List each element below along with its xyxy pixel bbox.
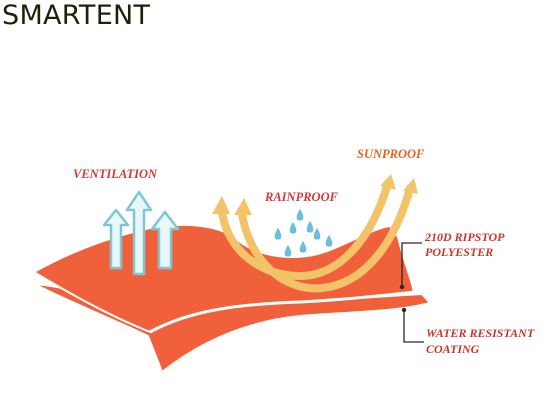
leader-dot: [401, 307, 407, 313]
sun-arrowheads: [212, 174, 418, 215]
water-drop-icon: [288, 220, 298, 235]
rain-drops: [273, 207, 334, 258]
rainproof-label: RAINPROOF: [264, 190, 339, 204]
curved-sun-arrow-icon: [218, 179, 392, 281]
ventilation-arrows: [102, 190, 180, 276]
sun-arrows: [218, 179, 414, 293]
water-drop-icon: [273, 226, 283, 241]
water-drop-icon: [305, 219, 315, 234]
top-layer-label-line2: POLYESTER: [425, 245, 493, 259]
top-layer-label-line1: 210D RIPSTOP: [424, 230, 505, 244]
leader-lines: [401, 242, 424, 343]
leader-line-top-layer: [401, 242, 422, 287]
sunproof-label: SUNPROOF: [357, 147, 425, 161]
arrowhead-icon: [212, 196, 230, 214]
layer-seam: [149, 290, 415, 334]
leader-line-bottom-layer: [403, 310, 424, 343]
up-arrow-icon: [125, 190, 153, 276]
up-arrow-icon: [102, 208, 130, 270]
up-arrow-icon: [150, 210, 180, 270]
arrowhead-icon: [403, 178, 418, 194]
curved-sun-arrow-icon: [238, 184, 414, 293]
water-drop-icon: [312, 226, 322, 241]
arrowhead-icon: [234, 198, 252, 215]
water-drop-icon: [295, 207, 305, 222]
water-drop-icon: [283, 243, 293, 258]
bottom-layer-label-line2: COATING: [426, 342, 480, 356]
ventilation-label: VENTILATION: [73, 167, 158, 181]
water-drop-icon: [324, 233, 334, 248]
water-drop-icon: [298, 239, 308, 254]
bottom-layer-label-line1: WATER RESISTANT: [426, 326, 535, 340]
leader-dot: [399, 284, 405, 290]
arrowhead-icon: [380, 174, 396, 190]
brand-title: SMARTENT: [2, 0, 151, 31]
